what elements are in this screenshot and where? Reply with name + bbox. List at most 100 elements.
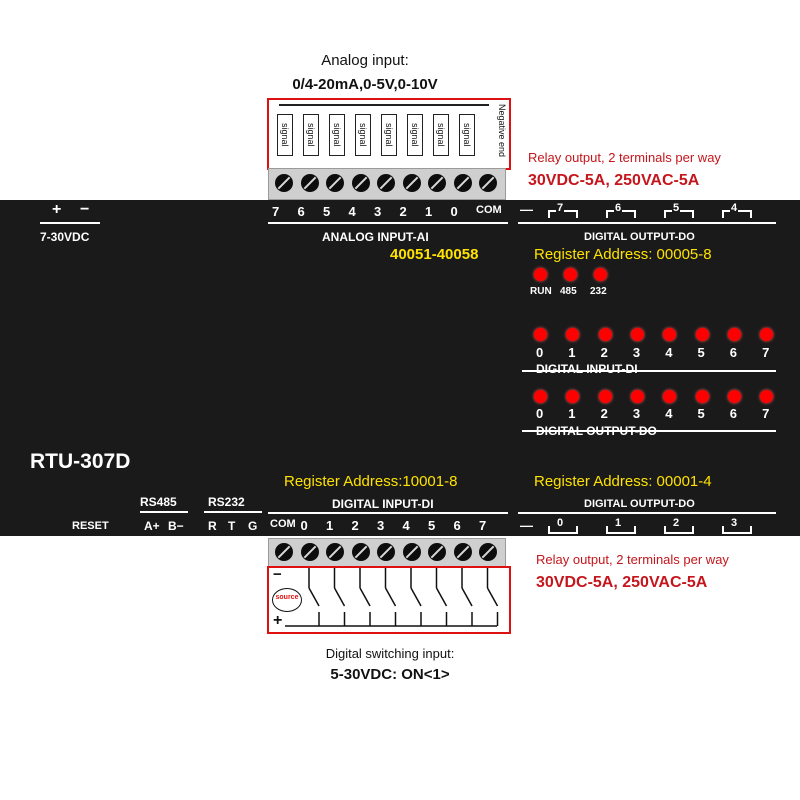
signal-box: signal [277, 114, 293, 156]
a-plus-label: A+ [144, 519, 160, 533]
terminal-screw [453, 543, 472, 561]
do-leds-underline [522, 430, 776, 432]
do-leds-title: DIGITAL OUTPUT-DO [536, 424, 657, 438]
indicator-led [760, 328, 774, 341]
source-label: source [275, 594, 299, 601]
relay-way-label: 7 [556, 202, 565, 214]
relay-symbol-icon [722, 526, 752, 534]
di-desc: Digital switching input: [325, 646, 455, 661]
terminal-screw [326, 174, 344, 192]
wire [359, 587, 371, 607]
led-number-label: 4 [665, 406, 673, 421]
relay-way-label: 3 [730, 517, 739, 529]
relay-bottom-section-title: DIGITAL OUTPUT-DO [584, 498, 695, 510]
rs232-underline [204, 511, 262, 513]
di-terminal-label: 3 [377, 518, 385, 533]
led-number-label: 1 [568, 345, 576, 360]
terminal-screw [479, 174, 497, 192]
status-led-label: RUN [530, 286, 552, 297]
r-label: R [208, 519, 217, 533]
led-number-label: 6 [729, 345, 738, 360]
relay-way-label: 4 [730, 202, 739, 214]
status-led-label: 232 [590, 286, 607, 297]
analog-terminal-label: 7 [272, 204, 280, 219]
terminal-screw [300, 543, 319, 561]
di-bottom-register: Register Address:10001-8 [284, 473, 458, 490]
signal-box: signal [433, 114, 449, 156]
b-minus-label: B− [168, 519, 184, 533]
analog-terminal-label: 3 [374, 204, 382, 219]
terminal-screw [351, 174, 370, 192]
wire [308, 587, 320, 607]
terminal-screw [402, 174, 421, 192]
di-terminal-label: 2 [351, 518, 359, 533]
wire [384, 587, 397, 607]
relay-way-label: 6 [614, 202, 623, 214]
terminal-screw [351, 543, 370, 561]
di-leds-underline [522, 370, 776, 372]
wire [435, 587, 448, 607]
di-terminal-label: COM [270, 518, 296, 530]
terminal-screw [377, 174, 395, 192]
rs485-label: RS485 [140, 495, 177, 509]
wire [486, 587, 499, 607]
relay-way-label: 1 [614, 517, 623, 529]
terminal-screw [402, 543, 421, 561]
analog-underline [268, 222, 508, 224]
status-led-label: 485 [560, 286, 577, 297]
indicator-led [695, 390, 709, 403]
indicator-led [534, 390, 547, 403]
rs485-underline [140, 511, 188, 513]
di-terminal-label: 5 [428, 518, 436, 533]
terminal-screw [275, 174, 293, 192]
relay-dash: — [520, 518, 533, 533]
di-source-minus: − [273, 566, 282, 583]
di-leds-title: DIGITAL INPUT-DI [536, 362, 638, 376]
power-plus-label: + [52, 201, 62, 218]
terminal-screw [453, 174, 472, 192]
di-terminal-block [268, 538, 506, 568]
status-led [564, 268, 577, 281]
analog-terminal-block [268, 168, 506, 200]
terminal-screw [275, 543, 293, 561]
analog-input-range: 0/4-20mA,0-5V,0-10V [292, 76, 438, 93]
led-number-label: 2 [600, 345, 608, 360]
analog-terminal-label: 2 [399, 204, 407, 219]
di-bottom-section-title: DIGITAL INPUT-DI [332, 497, 434, 511]
indicator-led [663, 328, 677, 341]
indicator-led [566, 390, 580, 403]
power-underline [40, 222, 100, 224]
di-bottom-underline [268, 512, 508, 514]
led-number-label: 5 [697, 406, 705, 421]
di-terminal-label: 7 [479, 518, 487, 533]
status-led [594, 268, 607, 281]
power-minus-label: − [80, 201, 90, 218]
di-wiring-diagram: − + source [267, 566, 511, 634]
led-number-label: 7 [762, 406, 770, 421]
model-name: RTU-307D [30, 450, 131, 473]
led-number-label: 4 [665, 345, 673, 360]
analog-terminal-label: 5 [323, 204, 331, 219]
led-number-label: 0 [536, 345, 544, 360]
wire [461, 587, 473, 607]
signal-box: signal [355, 114, 371, 156]
led-number-label: 1 [568, 406, 576, 421]
led-number-label: 0 [536, 406, 544, 421]
di-spec: 5-30VDC: ON<1> [330, 666, 450, 683]
relay-bottom-underline [518, 512, 776, 514]
relay-top-register: Register Address: 00005-8 [534, 246, 712, 263]
relay-top-section-title: DIGITAL OUTPUT-DO [584, 231, 695, 243]
indicator-led [727, 390, 741, 403]
indicator-led [663, 390, 677, 403]
relay-bottom-register: Register Address: 00001-4 [534, 473, 712, 490]
terminal-screw [326, 543, 344, 561]
indicator-led [598, 390, 612, 403]
led-number-label: 6 [729, 406, 738, 421]
di-switches [285, 568, 499, 627]
indicator-led [630, 390, 644, 403]
relay-way-label: 2 [672, 517, 681, 529]
signal-box: signal [303, 114, 319, 156]
indicator-led [760, 390, 774, 403]
led-number-label: 2 [600, 406, 608, 421]
